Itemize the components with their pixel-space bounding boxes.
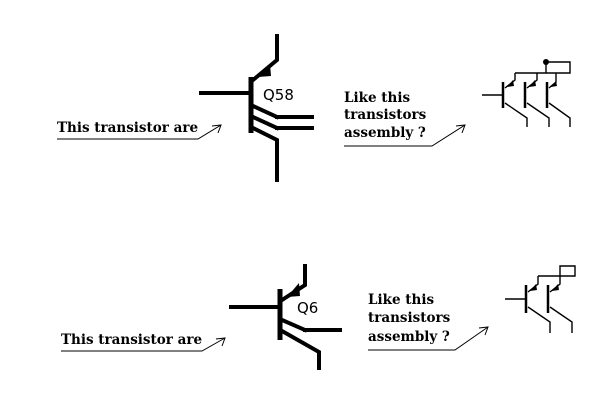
top-assembly-emitter-1: [504, 102, 528, 127]
bottom-assembly-bus: [538, 265, 576, 277]
bottom-right-pointer-arrow: [368, 326, 489, 351]
q58-emitter-3: [250, 125, 279, 182]
top-assembly-collector-1: [504, 73, 516, 89]
q58-transistor-symbol: [199, 34, 314, 182]
top-assembly-emitter-2: [526, 102, 550, 127]
q58-collector-lead: [250, 34, 279, 83]
q58-emitter-2: [250, 114, 280, 131]
top-left-pointer-arrowhead: [211, 124, 222, 134]
q58-designator: Q58: [263, 86, 294, 104]
top-assembly-bus: [515, 61, 571, 74]
bottom-assembly-emitter-1: [527, 306, 551, 333]
top-left-pointer-arrow: [57, 124, 222, 140]
bottom-right-label-line-1: Like this: [368, 292, 434, 308]
top-assembly-arrow-2: [529, 80, 536, 87]
bottom-transistor-assembly: [505, 265, 576, 333]
q58-collector-arrow: [258, 64, 271, 77]
q6-emitter-1: [279, 317, 308, 333]
bottom-left-pointer-arrow: [61, 337, 226, 352]
top-left-label: This transistor are: [57, 120, 198, 136]
top-assembly-emitter-3: [548, 102, 571, 127]
top-assembly-collector-2: [526, 73, 538, 89]
q6-transistor-symbol: [229, 264, 342, 370]
q6-emitter-2: [279, 328, 321, 370]
bottom-assembly-arrow-1: [530, 284, 537, 291]
q6-designator: Q6: [297, 299, 318, 317]
bottom-assembly-arrow-2: [552, 284, 559, 291]
top-assembly-arrow-1: [507, 80, 514, 87]
q58-emitter-1: [250, 103, 280, 120]
bottom-left-label: This transistor are: [61, 332, 202, 348]
top-right-label-line-3: assembly ?: [344, 125, 426, 141]
bottom-assembly-collector-1: [527, 276, 539, 293]
q6-collector-arrow: [287, 283, 300, 297]
top-right-pointer-arrowhead: [455, 124, 466, 134]
bottom-right-label-line-2: transistors: [368, 310, 451, 326]
bottom-section: Q6 This transistor are Like this transis…: [61, 264, 576, 370]
bottom-left-pointer-arrowhead: [215, 337, 226, 347]
bottom-assembly-emitter-2: [549, 306, 573, 333]
bottom-assembly-collector-2: [549, 276, 561, 293]
top-section: Q58 This transistor are Like this transi…: [57, 34, 571, 182]
top-transistor-assembly: [482, 59, 571, 127]
top-right-label-line-2: transistors: [344, 107, 427, 123]
top-assembly-arrow-3: [551, 81, 557, 87]
top-right-pointer-arrow: [344, 124, 466, 147]
bottom-right-pointer-arrowhead: [478, 326, 489, 336]
bottom-right-label-line-3: assembly ?: [368, 329, 450, 345]
top-right-label-line-1: Like this: [344, 90, 410, 106]
top-assembly-junction-dot: [543, 59, 549, 65]
